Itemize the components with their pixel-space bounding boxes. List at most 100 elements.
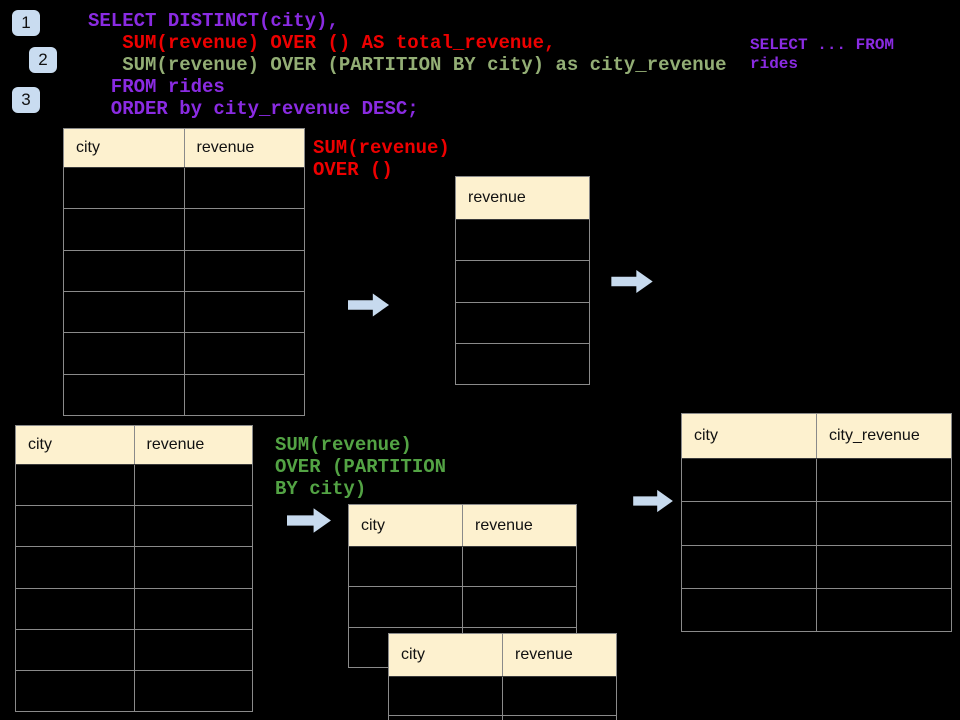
table-partition-group-a: city revenue [348,504,577,668]
column-header: revenue [133,426,253,464]
table-cell [16,589,134,629]
table-row [64,168,304,209]
step-badge-1: 1 [12,10,40,36]
sql-query-code: SELECT DISTINCT(city), SUM(revenue) OVER… [88,10,727,120]
table-row [16,546,253,588]
table-cell [64,292,184,332]
column-header: revenue [462,505,576,546]
annotation-line: SUM(revenue) [275,434,412,456]
table-cell [16,506,134,546]
column-header: revenue [502,634,616,676]
table-row [64,332,305,374]
table-row [16,465,253,506]
table-cell [183,250,305,291]
table-row [682,587,951,631]
table-row [389,715,616,720]
table-row [456,342,589,384]
table-cell [133,629,253,670]
table-cell [183,333,305,374]
table-cell [133,588,253,629]
table-cell [64,375,184,415]
table-row [16,669,252,712]
table-rides-source: city revenue [63,128,305,416]
table-header-row: city revenue [389,634,616,677]
column-header: city [76,139,100,156]
table-row [682,501,951,545]
table-row [349,547,576,587]
annotation-line: SUM(revenue) [313,137,450,159]
table-cell [133,465,253,506]
side-code-snippet: SELECT ... FROM rides [750,36,894,74]
sql-line: ORDER by city_revenue DESC; [88,98,419,120]
sql-line: SELECT ... FROM [750,36,895,54]
table-cell [462,547,576,587]
sql-line: rides [750,55,799,73]
table-row [16,628,253,670]
table-cell [456,261,589,301]
table-header-row: city revenue [64,129,304,168]
table-row [456,260,589,301]
annotation-total-revenue: SUM(revenue) OVER () [313,137,450,181]
table-cell [456,220,589,260]
step-badge-2: 2 [29,47,57,73]
arrow-right-icon [633,489,673,513]
table-partition-group-b: city revenue [388,633,617,720]
table-cell [16,671,134,711]
annotation-partition: SUM(revenue) OVER (PARTITION BY city) [275,434,446,500]
table-cell [64,168,184,208]
column-header: city [361,516,385,534]
table-row [64,290,305,333]
table-cell [133,547,253,588]
table-cell [64,333,184,373]
arrow-right-icon [348,293,390,317]
table-cell [816,545,951,588]
table-cell [682,546,816,588]
table-cell [816,588,951,631]
table-row [682,459,951,502]
table-cell [349,587,462,626]
annotation-line: OVER () [313,159,393,181]
sql-line: FROM rides [88,76,225,98]
table-cell [64,251,184,291]
table-cell [682,502,816,544]
column-header: revenue [468,189,526,206]
table-cell [816,502,951,545]
table-row [16,587,253,629]
sql-line: SELECT DISTINCT(city), [88,10,339,32]
table-cell [389,677,502,715]
sql-line: SUM(revenue) OVER () AS total_revenue, [88,32,556,54]
table-cell [456,303,589,343]
column-header: city [28,436,52,453]
arrow-right-icon [611,269,653,294]
table-row [349,586,576,627]
table-cell [349,547,462,586]
table-cell [682,589,816,631]
arrow-right-icon [287,508,331,533]
table-cell [183,374,305,415]
table-row [64,208,305,250]
column-header: revenue [183,129,305,167]
table-row [682,544,951,588]
table-header-row: city revenue [16,426,252,465]
table-cell [456,344,589,384]
column-header: city_revenue [816,414,951,458]
sql-line: SUM(revenue) OVER (PARTITION BY city) as… [88,54,727,76]
table-row [64,249,305,291]
table-header-row: city revenue [349,505,576,547]
table-cell [389,716,502,720]
table-header-row: revenue [456,177,589,220]
table-cell [16,630,134,670]
table-cell [183,291,305,333]
column-header: city [401,646,425,663]
table-cell [183,209,305,250]
annotation-line: BY city) [275,478,367,500]
step-badge-3: 3 [12,87,40,113]
annotation-line: OVER (PARTITION [275,456,447,478]
table-row [389,677,616,715]
table-cell [502,677,616,715]
table-total-revenue: revenue [455,176,590,385]
table-rides-source-partition: city revenue [15,425,253,712]
table-cell [462,587,576,627]
